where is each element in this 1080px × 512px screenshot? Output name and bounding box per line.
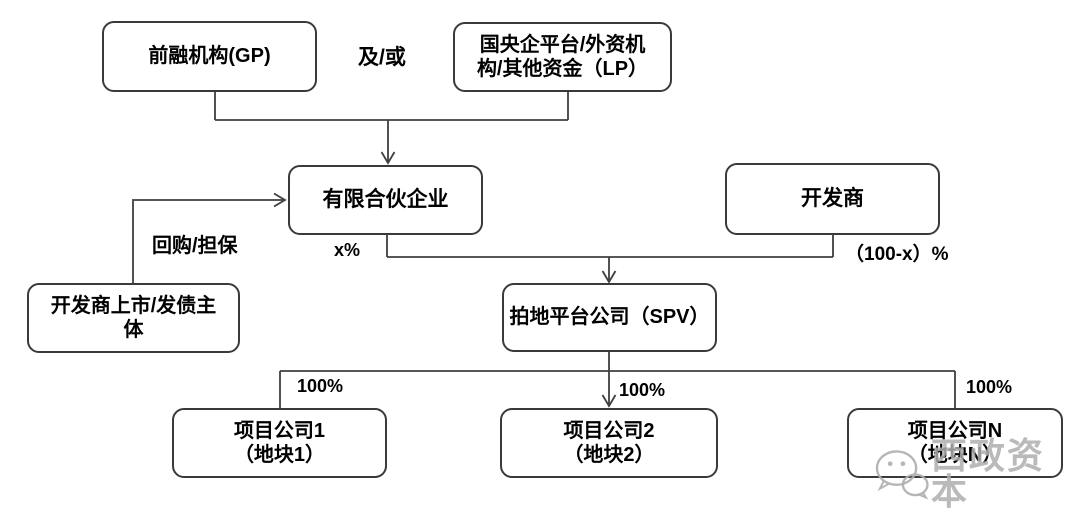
node-lp: 国央企平台/外资机 构/其他资金（LP） [453, 22, 672, 92]
node-partnership: 有限合伙企业 [288, 165, 483, 235]
label-pct-project1: 100% [297, 376, 344, 396]
node-project1-label-line1: 项目公司1 [233, 419, 326, 442]
label-repurchase-guarantee: 回购/担保 [152, 235, 238, 257]
node-issuer-label-line1: 开发商上市/发债主 [50, 294, 217, 317]
node-project2: 项目公司2 （地块2） [500, 408, 718, 478]
node-lp-label-line2: 构/其他资金（LP） [476, 58, 649, 80]
node-projectN-label-line1: 项目公司N [907, 419, 1003, 442]
node-projectN: 项目公司N （地块N） [847, 408, 1063, 478]
node-gp-label: 前融机构(GP) [148, 45, 271, 68]
node-spv-label: 拍地平台公司（SPV） [509, 306, 710, 329]
node-project2-label-line1: 项目公司2 [563, 419, 655, 442]
label-pct-project2: 100% [619, 380, 666, 400]
node-project1-label-line2: （地块1） [233, 444, 326, 466]
node-gp: 前融机构(GP) [102, 21, 317, 92]
label-x-percent: x% [334, 240, 361, 260]
node-issuer-label-line2: 体 [123, 319, 144, 341]
node-developer-label: 开发商 [801, 187, 864, 211]
node-spv: 拍地平台公司（SPV） [502, 283, 717, 352]
label-pct-projectN: 100% [966, 377, 1013, 397]
node-developer: 开发商 [725, 163, 940, 235]
edge-issuer-to-partnership [132, 199, 283, 283]
arrowhead-spv-top [601, 270, 617, 284]
node-project1: 项目公司1 （地块1） [172, 408, 387, 478]
arrowhead-project2-top [601, 394, 617, 408]
label-and-or: 及/或 [358, 46, 406, 69]
arrowhead-partnership-top [380, 151, 396, 165]
node-lp-label-line1: 国央企平台/外资机 [479, 33, 646, 56]
arrowhead-partnership-left [273, 192, 287, 208]
label-remainder-percent: （100-x）% [845, 244, 949, 265]
node-issuer: 开发商上市/发债主 体 [27, 283, 240, 353]
node-project2-label-line2: （地块2） [563, 444, 655, 466]
node-partnership-label: 有限合伙企业 [322, 188, 449, 212]
node-projectN-label-line2: （地块N） [907, 444, 1003, 466]
